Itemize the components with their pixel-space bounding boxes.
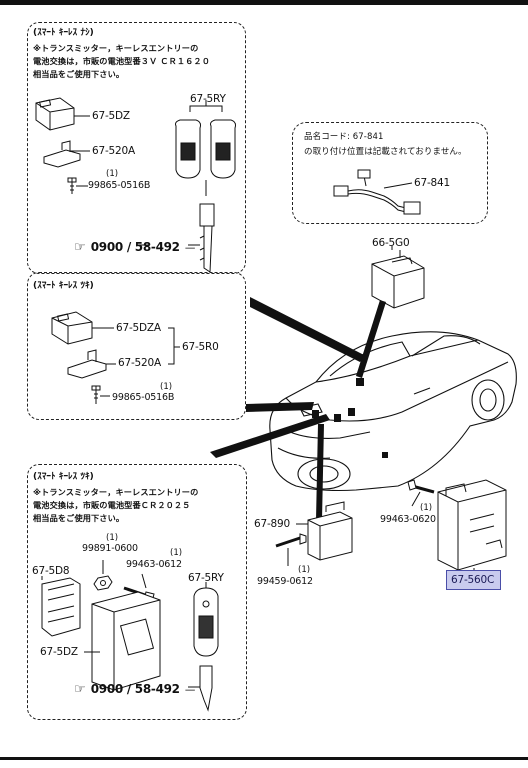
bolt-99463-0620-drawing	[407, 479, 435, 507]
case-67-5dza-drawing	[51, 311, 114, 345]
transmitter-67-5ry-b-drawing	[188, 582, 219, 712]
part-number-harness[interactable]: 67-841	[414, 177, 450, 189]
quantity-label: (1)	[106, 169, 119, 179]
quantity-label: (1)	[160, 382, 173, 392]
nut-99891-drawing	[93, 560, 113, 591]
part-number-case[interactable]: 67-5DZA	[116, 322, 161, 334]
top-rule	[0, 0, 528, 5]
part-number-switch[interactable]: 67-890	[254, 518, 290, 530]
note-line: ※トランスミッター，キーレスエントリーの	[33, 487, 199, 497]
bracket-67-5r0-brace	[168, 327, 180, 365]
car-body-drawing	[269, 331, 517, 492]
section-title: (ｽﾏｰﾄ ｷｰﾚｽ ﾂｷ)	[33, 281, 94, 291]
transmitter-67-5ry-drawing	[175, 100, 236, 273]
part-number-case[interactable]: 67-5DZ	[92, 110, 130, 122]
harness-note-line: の取り付け位置は記載されておりません。	[304, 147, 467, 157]
screw-99865-drawing	[67, 177, 88, 194]
part-number-bracket[interactable]: 67-520A	[118, 357, 161, 369]
note-line: 相当品をご使用下さい。	[33, 69, 125, 79]
case-67-5dz-drawing	[35, 97, 90, 131]
part-number-holder[interactable]: 67-5D8	[32, 565, 70, 577]
section-title: (ｽﾏｰﾄ ｷｰﾚｽ ﾅｼ)	[33, 28, 94, 38]
part-number-module[interactable]: 67-5DZ	[40, 646, 78, 658]
unit-67-560c-drawing	[437, 479, 507, 572]
pointing-hand-icon: ☞	[74, 682, 86, 697]
part-number-transmitter[interactable]: 67-5RY	[188, 572, 224, 584]
screw-99865-b-drawing	[91, 385, 110, 404]
pointing-hand-icon: ☞	[74, 240, 86, 255]
module-67-5dz-drawing	[84, 591, 161, 691]
harness-67-841-drawing	[333, 169, 421, 215]
section-keyless-a	[27, 272, 246, 420]
note-line: ※トランスミッター，キーレスエントリーの	[33, 43, 199, 53]
bottom-rule	[0, 757, 528, 760]
quantity-label: (1)	[170, 548, 183, 558]
switch-67-890-drawing	[296, 501, 353, 561]
part-number-bracket[interactable]: 67-520A	[92, 145, 135, 157]
note-line: 電池交換は，市販の電池型番ＣＲ２０２５	[33, 500, 191, 510]
part-number-bolt[interactable]: 99463-0620	[380, 514, 436, 525]
quantity-label: (1)	[420, 503, 433, 513]
highlight-box	[446, 570, 501, 590]
antenna-66-5g0-drawing	[371, 250, 425, 309]
holder-67-5d8-drawing	[41, 576, 81, 637]
key-reference[interactable]: ☞ 0900 / 58-492 —	[74, 680, 195, 696]
quantity-label: (1)	[298, 565, 311, 575]
key-reference[interactable]: ☞ 0900 / 58-492 —	[74, 238, 195, 254]
section-keyless-b	[27, 464, 247, 720]
part-number-assembly[interactable]: 67-5R0	[182, 341, 219, 353]
leader-lines	[136, 244, 393, 688]
part-number-screw[interactable]: 99865-0516B	[88, 180, 151, 191]
screw-99459-drawing	[275, 533, 307, 566]
section-title: (ｽﾏｰﾄ ｷｰﾚｽ ﾂｷ)	[33, 472, 94, 482]
note-line: 電池交換は，市販の電池型番３Ｖ ＣＲ１６２０	[33, 56, 210, 66]
quantity-label: (1)	[106, 533, 119, 543]
part-number-screw[interactable]: 99865-0516B	[112, 392, 175, 403]
leader-dash: —	[184, 242, 196, 254]
location-pointers	[210, 297, 386, 520]
section-no-keyless	[27, 22, 246, 274]
car-location-markers	[312, 378, 388, 458]
harness-note-line: 品名コード: 67-841	[304, 132, 384, 142]
part-number-unit-highlighted[interactable]: 67-560C	[451, 574, 495, 586]
key-reference-label: 0900 / 58-492	[90, 682, 180, 696]
part-number-antenna[interactable]: 66-5G0	[372, 237, 410, 249]
part-number-transmitter[interactable]: 67-5RY	[190, 93, 226, 105]
key-reference-label: 0900 / 58-492	[90, 240, 180, 254]
bracket-67-520a-b-drawing	[67, 349, 116, 379]
part-number-screw[interactable]: 99459-0612	[257, 576, 313, 587]
part-number-nut[interactable]: 99891-0600	[82, 543, 138, 554]
note-line: 相当品をご使用下さい。	[33, 513, 125, 523]
leader-dash: —	[184, 684, 196, 696]
bracket-67-520a-drawing	[43, 140, 90, 168]
section-harness	[292, 122, 488, 224]
part-number-bolt[interactable]: 99463-0612	[126, 559, 182, 570]
